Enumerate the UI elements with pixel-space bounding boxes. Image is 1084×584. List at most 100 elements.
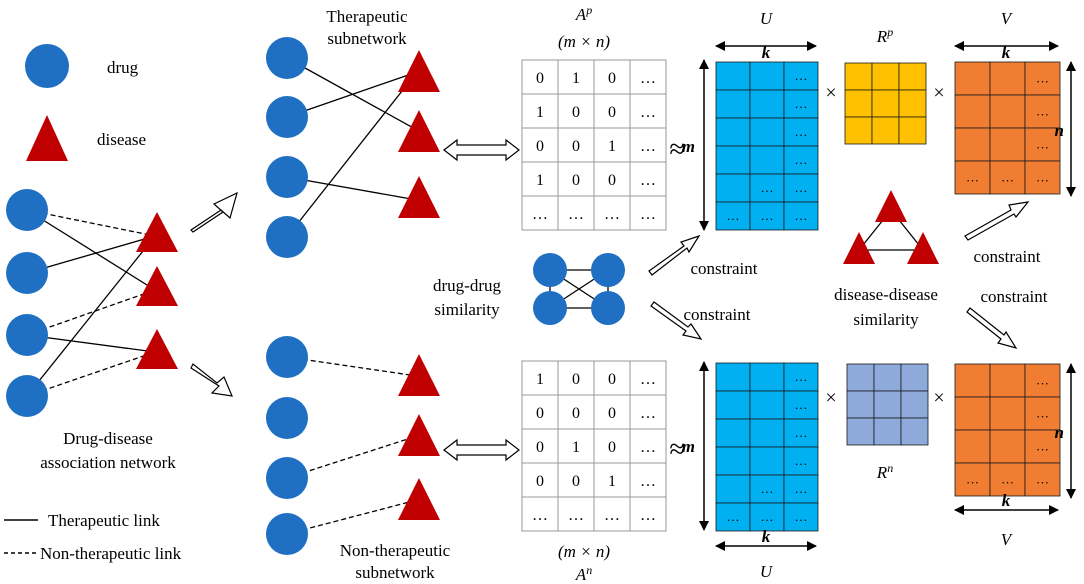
matrix-cell <box>521 195 559 231</box>
drug-node <box>533 291 567 325</box>
therapeutic-edge <box>26 209 156 291</box>
constraint-label: constraint <box>683 305 750 324</box>
drug-similarity-label-line2: similarity <box>434 300 500 319</box>
matrix-cell <box>629 394 667 430</box>
ellipsis: … <box>795 481 808 496</box>
factor-cell <box>715 474 751 504</box>
matrix-cell-value: 0 <box>572 405 580 422</box>
m-label: m <box>682 437 695 456</box>
ellipsis: … <box>795 425 808 440</box>
matrix-cell-value: 1 <box>536 172 544 189</box>
factor-cell <box>749 145 785 175</box>
rp-matrix-label: Rp <box>876 25 893 46</box>
ellipsis: … <box>1036 472 1049 487</box>
matrix-cell <box>521 127 559 163</box>
matrix-cell-value: … <box>604 507 620 524</box>
ap-matrix-title: Ap <box>575 3 592 24</box>
factor-cell <box>989 429 1026 464</box>
therapeutic-edge <box>286 71 418 238</box>
therapeutic-edge <box>26 334 156 353</box>
disease-node <box>136 266 178 306</box>
matrix-cell-value: … <box>532 206 548 223</box>
disease-similarity-label-line1: disease-disease <box>834 285 938 304</box>
matrix-cell <box>521 161 559 197</box>
n-label: n <box>1055 121 1064 140</box>
matrix-cell-value: … <box>640 70 656 87</box>
v-matrix-bottom-group: ……………… n k V <box>954 363 1076 549</box>
factor-cell <box>749 61 785 91</box>
factor-cell <box>846 390 875 419</box>
matrix-cell-value: 1 <box>608 473 616 490</box>
matrix-cell-value: 0 <box>572 138 580 155</box>
factor-cell <box>989 462 1026 497</box>
matrix-cell-value: … <box>640 138 656 155</box>
matrix-cell-value: 0 <box>608 104 616 121</box>
matrix-cell-value: 0 <box>572 473 580 490</box>
rn-matrix-group: Rn × <box>846 363 945 482</box>
non-therapeutic-subnetwork-label-line2: subnetwork <box>355 563 435 582</box>
factor-cell <box>898 89 927 118</box>
matrix-cell <box>521 428 559 464</box>
factor-cell <box>715 89 751 119</box>
non-therapeutic-edge <box>26 351 156 397</box>
times-symbol: × <box>933 82 944 104</box>
ellipsis: … <box>966 472 979 487</box>
drug-node <box>266 216 308 258</box>
factor-cell <box>846 363 875 392</box>
factor-cell <box>783 61 819 91</box>
factor-cell <box>954 160 991 195</box>
network-label-line1: Drug-disease <box>63 429 153 448</box>
drug-node <box>591 291 625 325</box>
ellipsis: … <box>1036 104 1049 119</box>
constraint-label: constraint <box>973 247 1040 266</box>
ellipsis: … <box>795 152 808 167</box>
ellipsis: … <box>1036 373 1049 388</box>
factor-cell <box>989 94 1026 129</box>
ellipsis: … <box>795 68 808 83</box>
factor-cell <box>989 127 1026 162</box>
factor-cell <box>749 446 785 476</box>
factor-cell <box>715 502 751 532</box>
matrix-cell-value: … <box>604 206 620 223</box>
therapeutic-subnetwork: Therapeutic subnetwork <box>266 7 520 258</box>
disease-node <box>398 110 440 152</box>
factor-cell <box>749 362 785 392</box>
disease-node <box>136 212 178 252</box>
therapeutic-edge <box>286 71 418 118</box>
matrix-cell <box>629 428 667 464</box>
matrix-cell-value: … <box>568 206 584 223</box>
matrix-cell-value: 0 <box>572 104 580 121</box>
drug-node <box>533 253 567 287</box>
factor-cell <box>715 446 751 476</box>
factor-cell <box>749 390 785 420</box>
drug-similarity-label-line1: drug-drug <box>433 276 501 295</box>
factor-cell <box>749 89 785 119</box>
factor-cell <box>900 390 929 419</box>
factor-cell <box>954 94 991 129</box>
matrix-cell-value: 1 <box>572 439 580 456</box>
drug-node <box>266 37 308 79</box>
factor-cell <box>844 116 873 145</box>
factor-cell <box>1024 127 1061 162</box>
u-matrix: ……………………… <box>715 61 819 231</box>
factor-cell <box>898 116 927 145</box>
non-therapeutic-link-legend-label: Non-therapeutic link <box>40 544 182 563</box>
drug-legend-icon <box>25 44 69 88</box>
factor-cell <box>954 429 991 464</box>
non-therapeutic-edge <box>286 435 418 479</box>
rn-matrix-label: Rn <box>876 461 893 482</box>
u-matrix-top-group: U k m ……………………… × <box>682 9 837 231</box>
factor-cell <box>783 362 819 392</box>
factor-cell <box>1024 462 1061 497</box>
matrix-cell <box>521 360 559 396</box>
ellipsis: … <box>727 208 740 223</box>
factor-cell <box>715 418 751 448</box>
factor-cell <box>715 61 751 91</box>
k-label: k <box>1002 43 1011 62</box>
factor-cell <box>846 417 875 446</box>
m-label: m <box>682 137 695 156</box>
disease-disease-similarity: disease-disease similarity constraint co… <box>834 190 1048 349</box>
factor-cell <box>900 363 929 392</box>
matrix-cell <box>557 93 595 129</box>
